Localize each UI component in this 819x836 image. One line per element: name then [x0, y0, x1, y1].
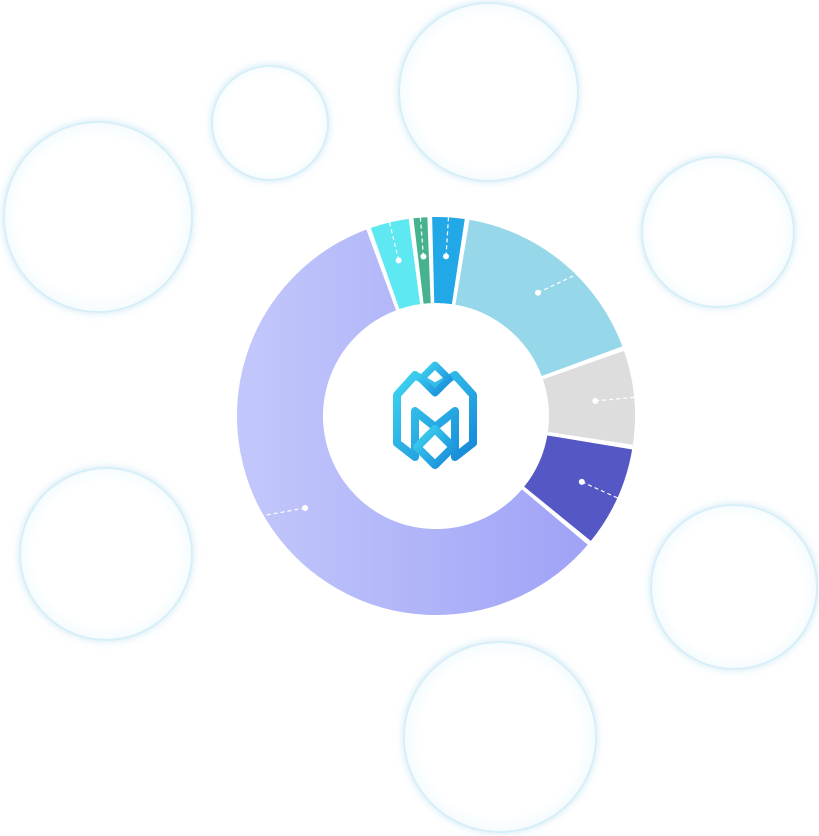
donut-slice-3 [521, 433, 635, 544]
hexagon-m-diamond-logo-icon [393, 361, 477, 469]
donut-slice-6 [411, 215, 433, 306]
bubble-6 [650, 504, 818, 670]
donut-slice-2 [540, 348, 637, 448]
slice-leader-dot [302, 505, 309, 512]
slice-leader-line [581, 481, 626, 503]
bubble-5 [19, 467, 193, 641]
bubble-4 [641, 156, 795, 308]
bubble-1 [3, 121, 193, 313]
slice-leader-dot [534, 289, 541, 296]
slice-leader-line [595, 395, 644, 402]
bubble-3 [398, 2, 579, 182]
bubble-2 [211, 65, 329, 181]
slice-leader-dot [592, 397, 599, 404]
slice-leader-dot [395, 257, 402, 264]
slice-leader-line [445, 208, 450, 257]
slice-leader-dot [420, 253, 427, 260]
bubble-7 [403, 641, 597, 833]
donut-slice-4 [235, 227, 591, 617]
donut-slice-5 [368, 216, 423, 312]
slices-group [235, 208, 644, 617]
donut-slice-1 [453, 217, 625, 379]
slice-leader-line [254, 507, 306, 518]
donut-slice-7 [430, 215, 468, 307]
slice-leader-line [386, 213, 400, 261]
slice-leader-line [537, 269, 585, 294]
slice-leader-dot [578, 478, 585, 485]
slice-leader-dot [443, 253, 450, 260]
slice-leader-line [419, 208, 425, 257]
